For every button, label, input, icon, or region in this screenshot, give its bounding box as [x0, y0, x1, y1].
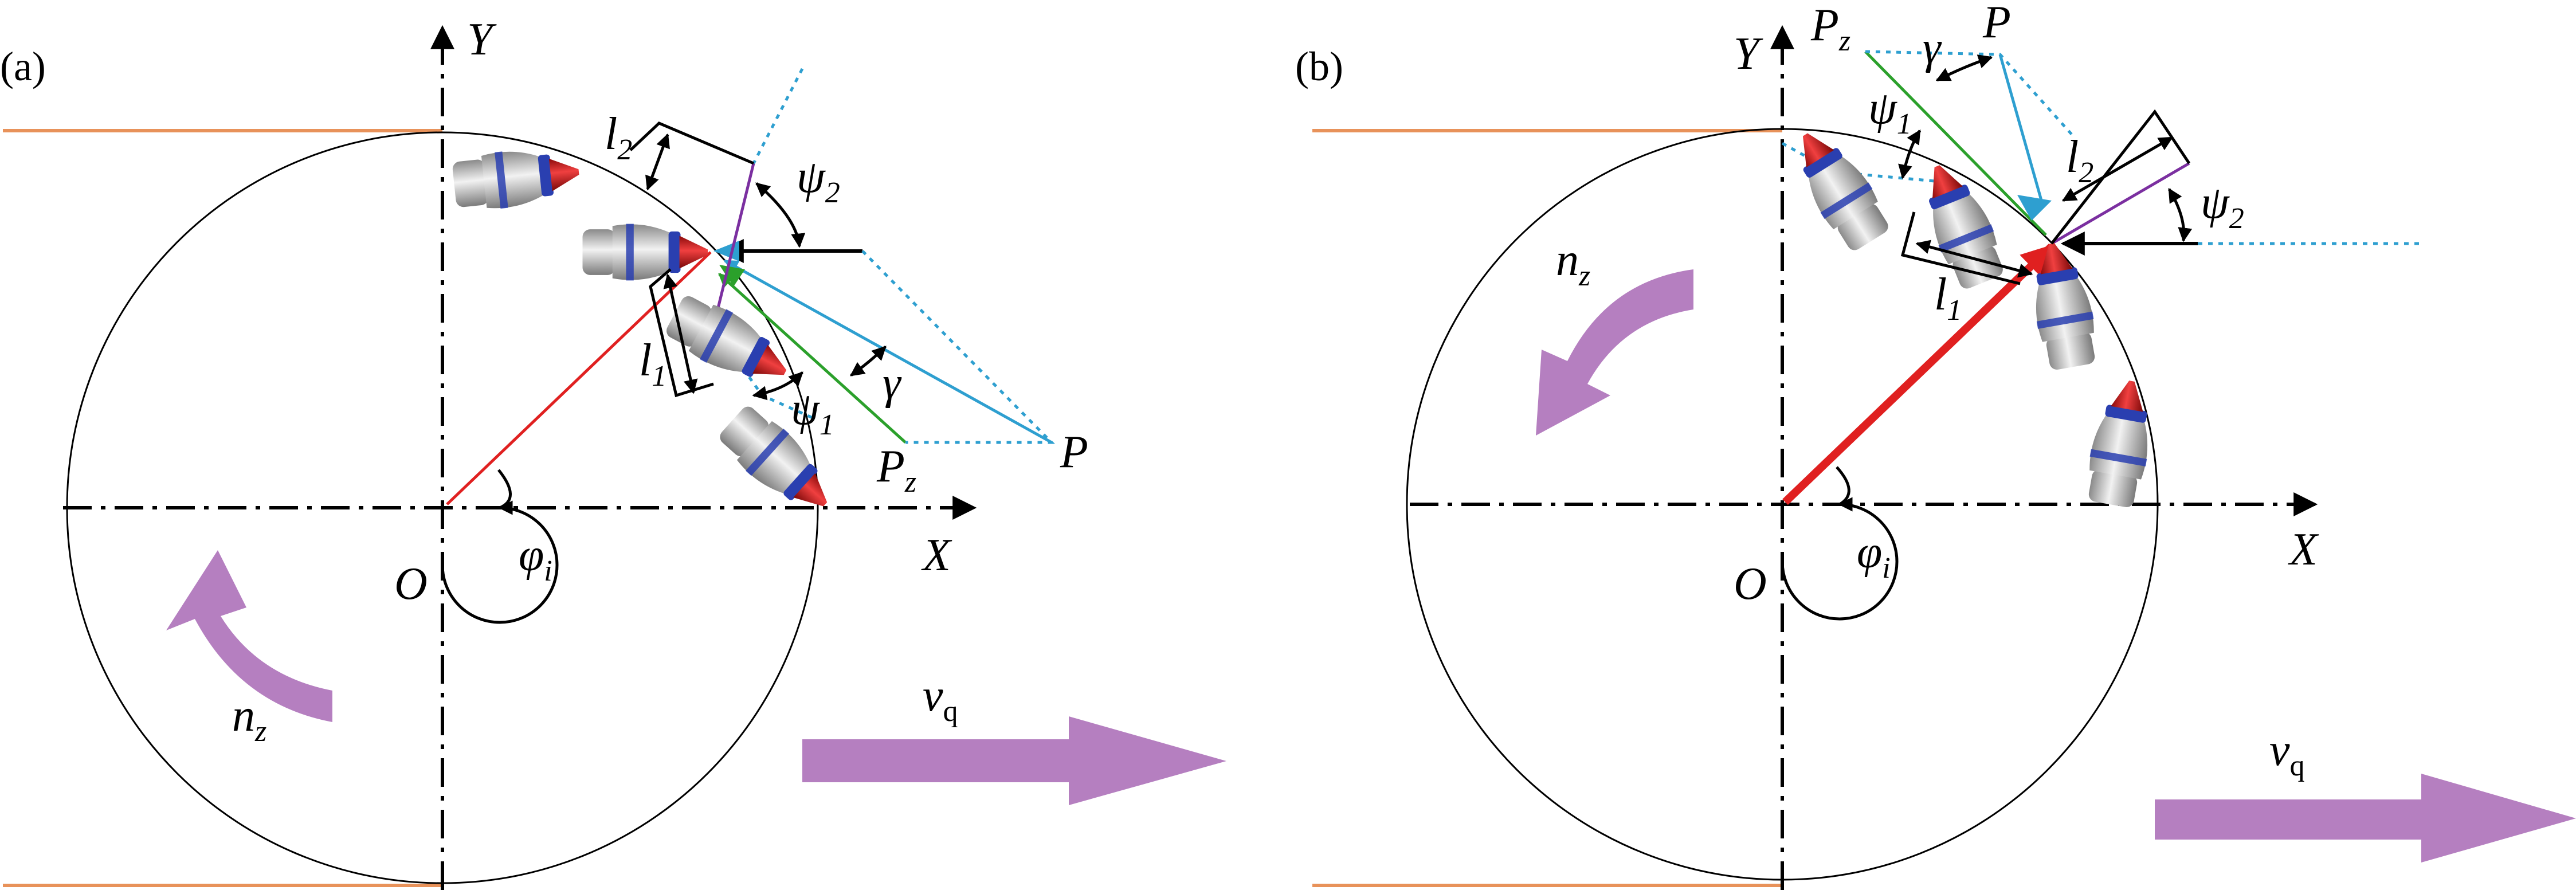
phi-label: φi	[1857, 527, 1891, 585]
y-axis-label: Y	[467, 14, 497, 65]
origin-label: O	[1734, 559, 1767, 609]
force-head-green	[719, 265, 745, 287]
l2-dimension-arrow	[645, 133, 670, 191]
p-label: P	[1060, 427, 1088, 477]
phi-arc-top	[1836, 466, 1850, 506]
force-head-blue	[2017, 195, 2052, 221]
blue-force-line	[723, 259, 1053, 444]
l2-label: l2	[2066, 132, 2093, 189]
origin-label: O	[394, 559, 428, 609]
l2-dimension-arrow	[2061, 136, 2174, 202]
psi1-label: ψ1	[791, 384, 834, 441]
velocity-arrow	[2155, 774, 2576, 862]
x-axis-label: X	[921, 530, 952, 581]
y-axis-label: Y	[1734, 29, 1763, 79]
psi2-label: ψ2	[2201, 178, 2244, 235]
vq-label: vq	[2269, 725, 2305, 782]
purple-line	[712, 163, 755, 327]
pick-tool-2	[1911, 155, 2010, 293]
phi-angle-arc	[441, 500, 559, 624]
phi-arc-top	[497, 469, 512, 509]
panel-a-label: (a)	[0, 44, 46, 89]
l2-bracket	[629, 121, 754, 165]
radius-arrow	[1782, 243, 2054, 505]
psi1-arc	[1898, 129, 1922, 179]
green-force-line	[1864, 50, 2047, 236]
panel-b: (b) Y X O φi l2	[1295, 0, 2576, 890]
l1-dimension-arrow	[1915, 240, 2033, 278]
gamma-label: γ	[1923, 23, 1942, 73]
gamma-arc	[849, 346, 887, 377]
dotted-guide-p	[861, 250, 1055, 444]
pick-tool-1	[451, 143, 582, 213]
force-head-blue	[713, 241, 739, 261]
blue-force-line	[1998, 54, 2045, 207]
l1-label: l1	[639, 335, 666, 393]
l1-label: l1	[1934, 269, 1962, 327]
pz-label: Pz	[876, 441, 916, 499]
panel-a: (a) Y X O φi	[0, 14, 1226, 890]
psi2-arc	[2167, 187, 2193, 242]
pick-tool-4	[2082, 376, 2160, 509]
pz-label: Pz	[1810, 0, 1850, 57]
phi-label: φi	[519, 530, 552, 587]
psi1-arc	[752, 371, 803, 401]
pick-tool-1	[1781, 119, 1896, 256]
gamma-label: γ	[883, 358, 902, 409]
velocity-arrow	[802, 716, 1226, 805]
dotted-guide-top	[1865, 50, 2076, 139]
nz-label: nz	[232, 691, 266, 748]
rotation-arrow	[166, 550, 332, 722]
phi-angle-arc	[1781, 497, 1899, 621]
l2-label: l2	[605, 109, 632, 166]
green-force-line	[718, 273, 907, 444]
gamma-arc	[1935, 54, 1993, 82]
x-axis-label: X	[2288, 524, 2319, 575]
l1-dimension-arrow	[663, 273, 698, 394]
psi2-label: ψ2	[797, 152, 840, 209]
rotation-arrow	[1536, 269, 1693, 436]
panel-b-label: (b)	[1295, 44, 1343, 89]
psi1-label: ψ1	[1868, 83, 1912, 140]
psi2-arc	[755, 182, 806, 248]
nz-label: nz	[1556, 235, 1590, 292]
dotted-guide-top	[752, 68, 804, 164]
p-label: P	[1982, 0, 2011, 48]
vq-label: vq	[923, 671, 958, 728]
